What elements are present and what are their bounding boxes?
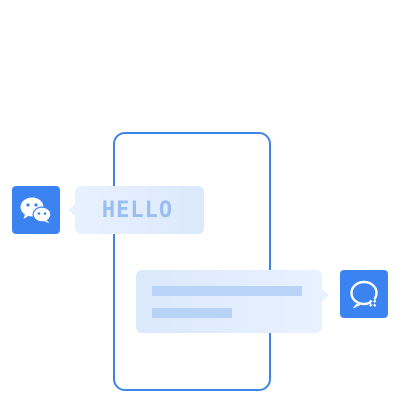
reply-message-bubble: [136, 270, 329, 333]
text-placeholder-line: [152, 286, 302, 296]
wechat-icon: [12, 186, 60, 234]
phone-frame: [113, 132, 271, 391]
chat-bubble-icon: [340, 270, 388, 318]
bubble-tail: [322, 289, 329, 301]
bubble-tail: [68, 204, 75, 216]
wechat-glyph: [20, 197, 52, 224]
hello-text: HELLO: [101, 197, 174, 223]
chat-bubble-glyph: [350, 280, 378, 309]
text-placeholder-line: [152, 308, 232, 318]
hello-message-bubble: HELLO: [68, 186, 204, 234]
